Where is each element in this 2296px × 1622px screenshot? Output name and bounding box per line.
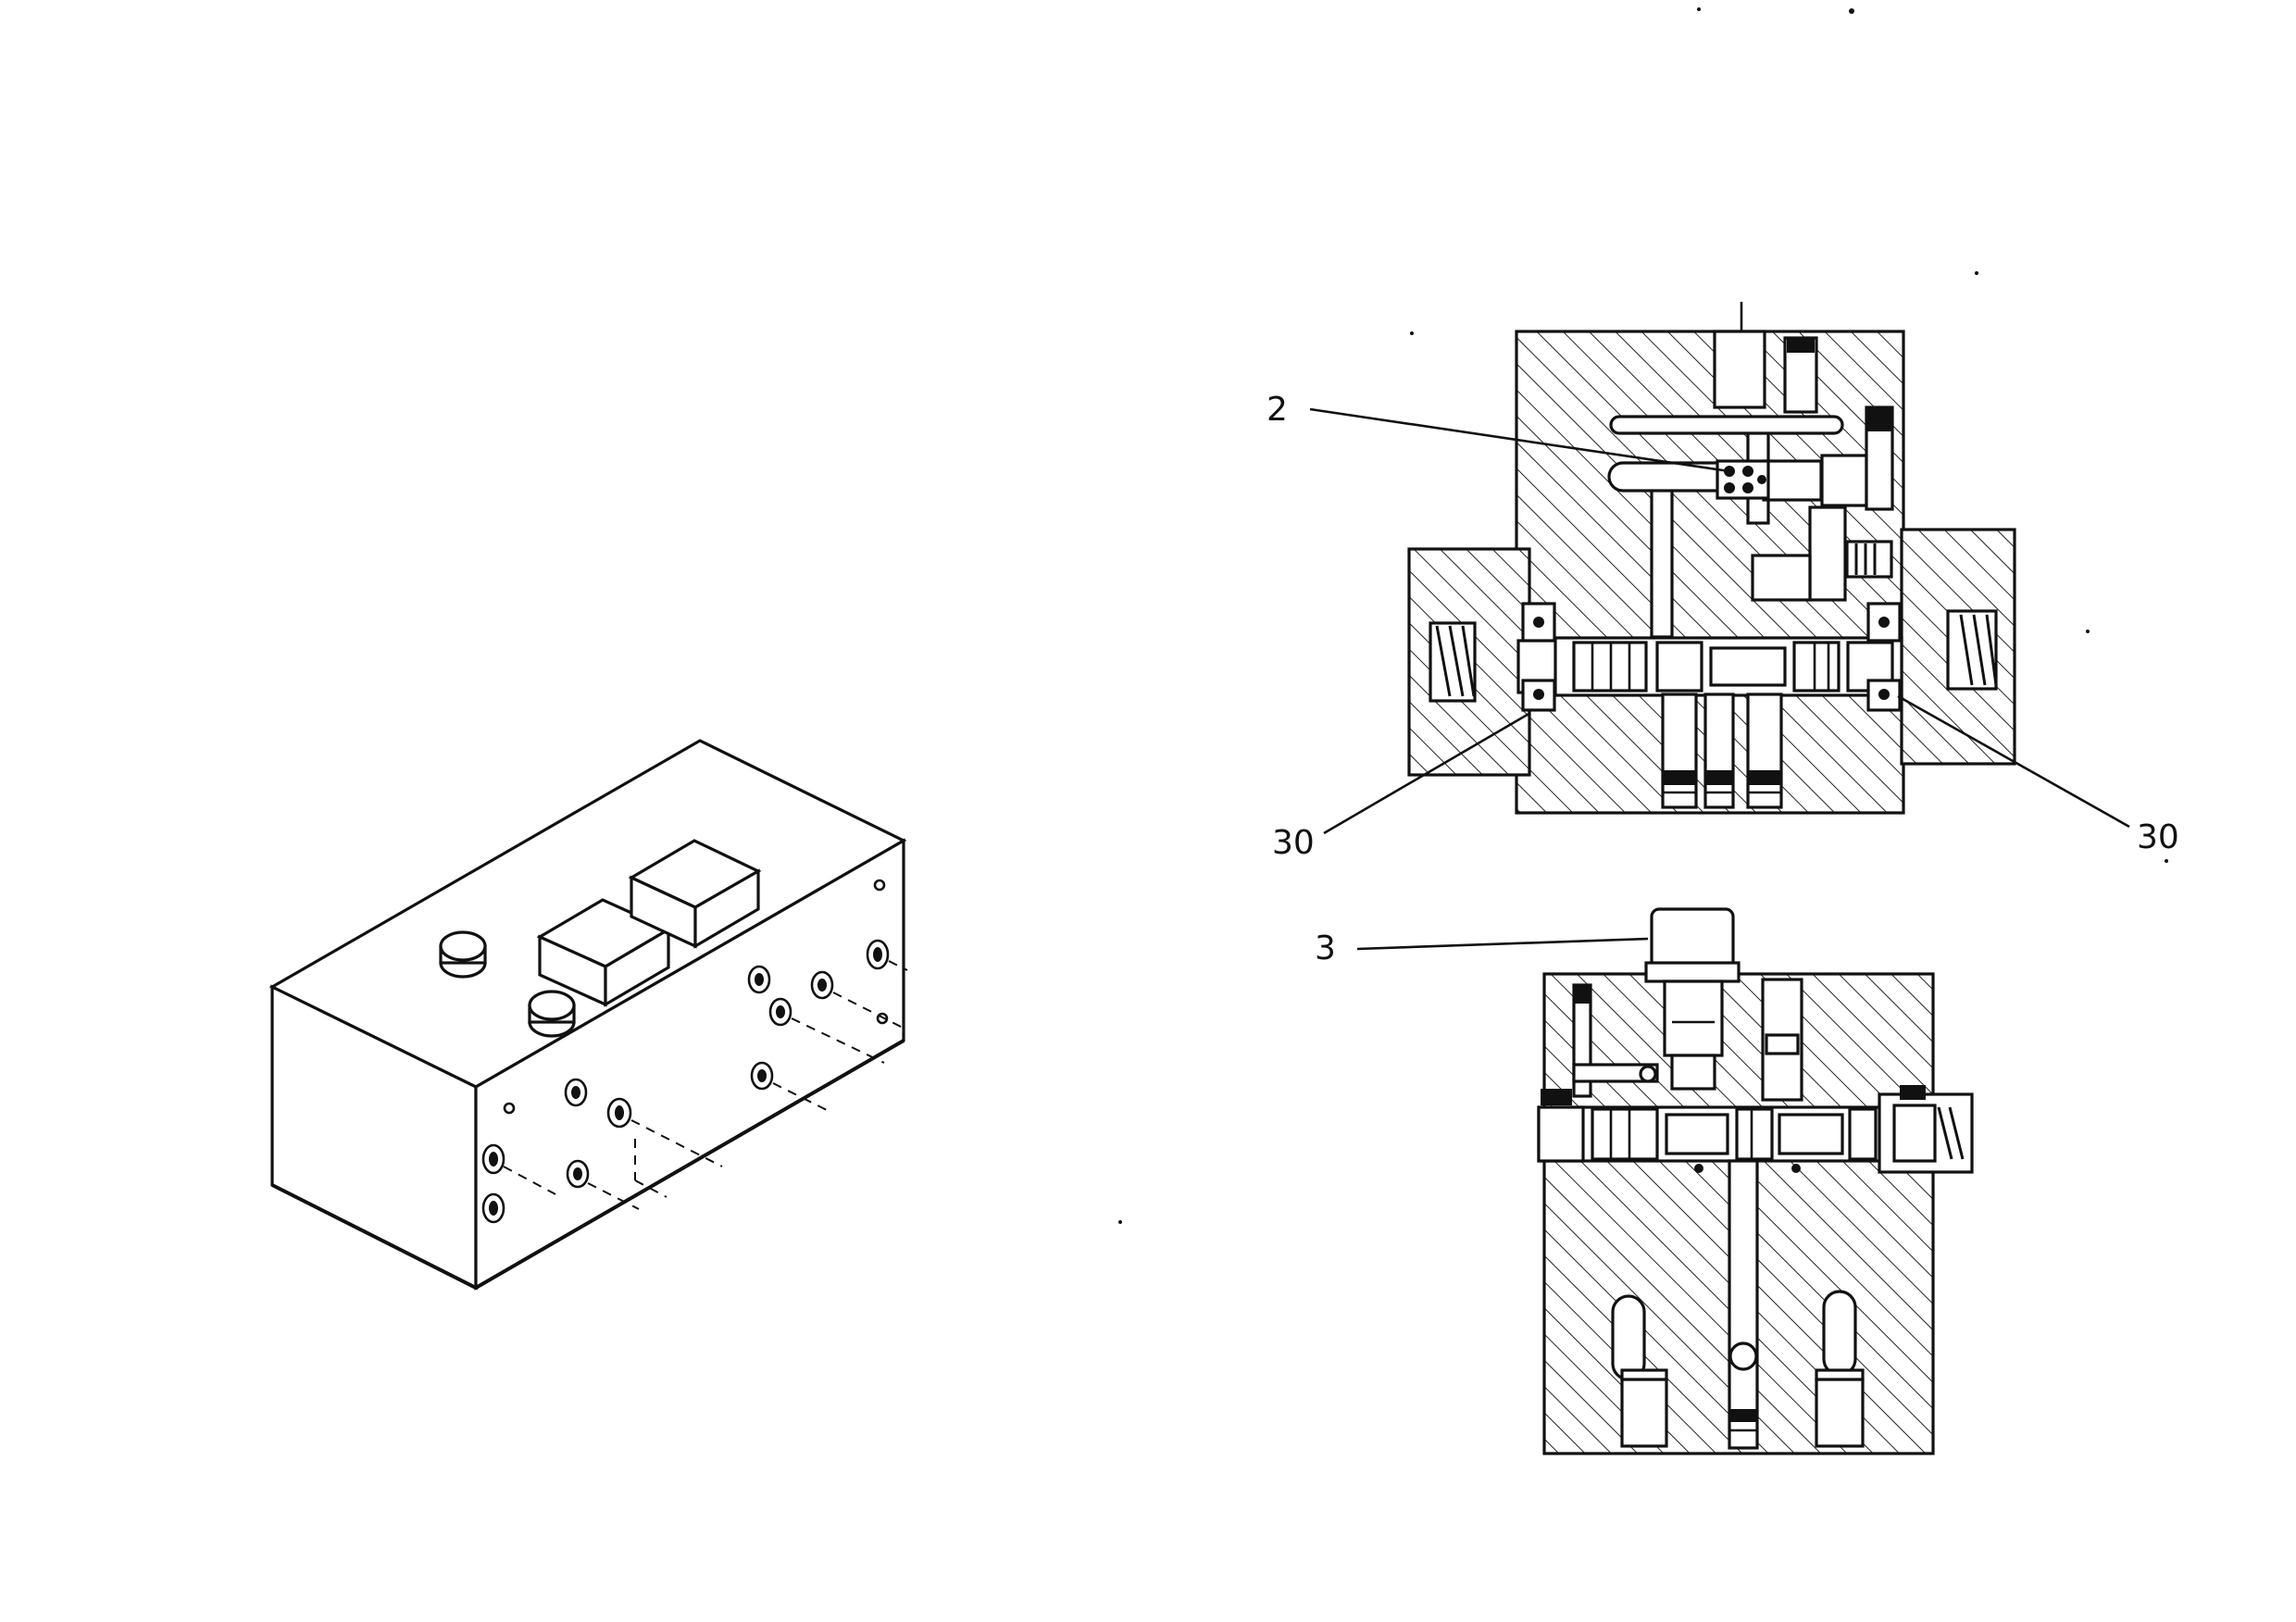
hidden-passages xyxy=(503,960,908,1210)
callout-2: 2 xyxy=(1267,391,1288,429)
plug-2 xyxy=(528,990,576,1038)
section-view-lower xyxy=(1537,907,1974,1455)
callout-30-right: 30 xyxy=(2137,818,2179,856)
cartridge-valve xyxy=(1644,907,1741,1091)
spool-lower xyxy=(1591,1107,1878,1161)
callout-30-left: 30 xyxy=(1272,824,1315,862)
front-ports xyxy=(481,1078,632,1224)
isometric-valve-block xyxy=(268,739,908,1291)
section-view-upper xyxy=(1407,302,2016,815)
stray-marks xyxy=(1118,7,2168,1224)
check-ball-element xyxy=(1716,459,1770,500)
callouts: 2 30 30 3 xyxy=(1267,391,2179,967)
leader-lines xyxy=(1309,407,2130,951)
plug-1 xyxy=(439,930,487,979)
side-ports xyxy=(747,879,890,1091)
callout-3: 3 xyxy=(1315,930,1336,967)
spool xyxy=(1516,639,1894,694)
solenoid-box-2 xyxy=(628,839,762,949)
